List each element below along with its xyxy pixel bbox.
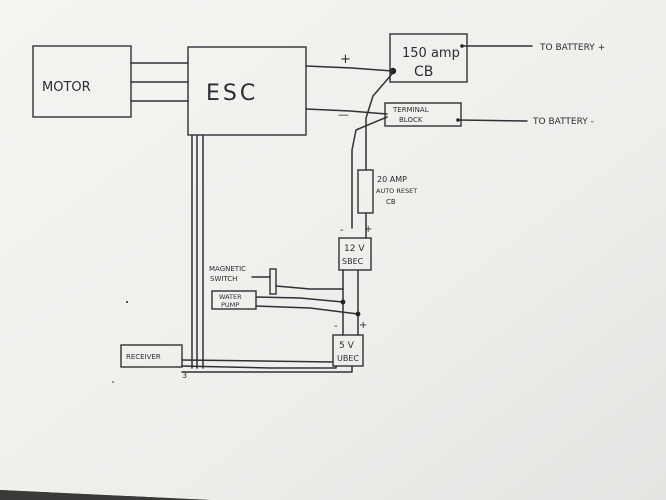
negative-feed-wire [351, 116, 388, 229]
sbec-label-line2: SBEC [342, 257, 364, 266]
water-pump-bottom-wire [255, 305, 359, 315]
phase-wires [130, 62, 189, 102]
magnetic-switch-label-line2: SWITCH [210, 275, 237, 283]
ubec-label-line1: 5 V [339, 341, 355, 351]
magnetic-switch-label-line1: MAGNETIC [209, 265, 246, 273]
positive-feed-wire [365, 73, 393, 171]
battery-negative-wire [457, 119, 528, 122]
cb150-box [389, 33, 468, 83]
sbec-minus-sign: - [340, 225, 344, 236]
cb150-terminal-dot [389, 67, 397, 75]
esc-signal-wires [191, 134, 204, 369]
water-pump-label-line1: WATER [219, 293, 242, 301]
sbec-box [338, 237, 372, 271]
esc-minus-sign: — [338, 108, 349, 121]
motor-label: MOTOR [42, 80, 91, 95]
receiver-channel-label: 3 [182, 371, 187, 380]
battery-negative-label: TO BATTERY - [532, 117, 594, 127]
receiver-box [120, 344, 183, 368]
receiver-label: RECEIVER [126, 353, 161, 361]
ubec-box [332, 334, 364, 367]
ubec-minus-sign: - [334, 321, 338, 332]
magnetic-switch-box [269, 268, 277, 295]
magnetic-switch-wire [275, 285, 344, 290]
ubec-to-receiver-wires [181, 359, 353, 373]
cb150-label-line2: CB [414, 64, 433, 80]
water-pump-box [211, 290, 257, 310]
esc-negative-wire [305, 108, 388, 115]
table-shadow [0, 490, 210, 500]
ubec-plus-sign: + [359, 320, 367, 331]
terminal-block-label-line1: TERMINAL [392, 106, 429, 114]
esc-label: ESC [206, 81, 258, 106]
terminal-block-label-line2: BLOCK [399, 116, 423, 124]
cb20-label-line1: 20 AMP [377, 175, 407, 184]
esc-plus-sign: + [340, 52, 351, 67]
sbec-plus-sign: + [364, 224, 372, 235]
esc-box [187, 46, 307, 136]
esc-positive-wire [305, 65, 393, 72]
battery-positive-label: TO BATTERY + [539, 43, 605, 53]
cb20-label-line2: AUTO RESET [376, 187, 417, 195]
stray-mark-1 [126, 301, 128, 303]
ubec-label-line2: UBEC [337, 354, 359, 363]
water-pump-label-line2: PUMP [221, 301, 239, 309]
sbec-label-line1: 12 V [344, 244, 365, 254]
water-pump-top-wire [255, 296, 344, 303]
cb20-label-line3: CB [386, 198, 396, 206]
junction-dot-2 [355, 311, 361, 317]
cb150-label-line1: 150 amp [402, 46, 460, 61]
junction-dot-1 [340, 299, 346, 305]
stray-mark-2 [112, 381, 114, 383]
